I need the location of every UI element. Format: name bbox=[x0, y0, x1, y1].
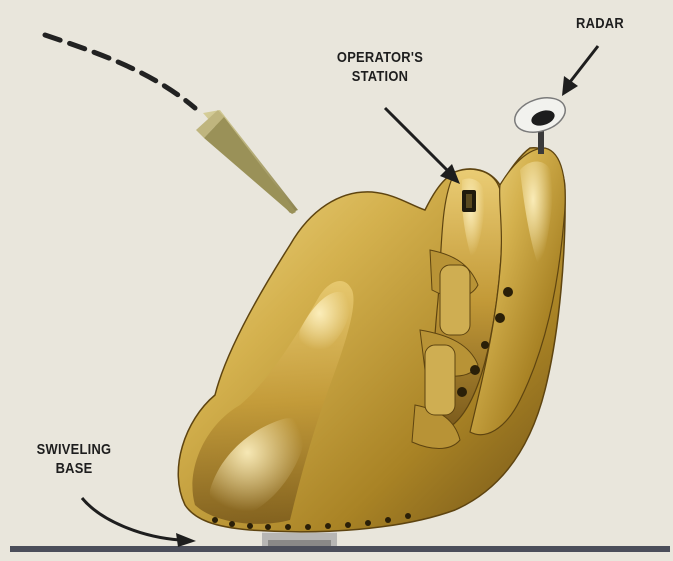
operator-label-line2: STATION bbox=[328, 67, 431, 86]
radar-dish-icon bbox=[510, 92, 569, 154]
radar-label-text: RADAR bbox=[576, 15, 624, 32]
base-label-line1: SWIVELING bbox=[14, 440, 134, 459]
operator-label-line1: OPERATOR'S bbox=[328, 48, 431, 67]
swiveling-base-label: SWIVELING BASE bbox=[14, 440, 134, 478]
radar-label: RADAR bbox=[566, 14, 635, 33]
radar-pointer-arrow bbox=[562, 46, 598, 96]
projectile-illustration bbox=[196, 110, 298, 214]
baseball-glove-illustration bbox=[178, 148, 565, 532]
trajectory-line bbox=[45, 35, 195, 108]
operator-station-label: OPERATOR'S STATION bbox=[328, 48, 431, 86]
ground-line bbox=[10, 546, 670, 552]
base-label-line2: BASE bbox=[14, 459, 134, 478]
base-pointer-arrow bbox=[82, 498, 196, 547]
operator-pointer-arrow bbox=[385, 108, 460, 184]
